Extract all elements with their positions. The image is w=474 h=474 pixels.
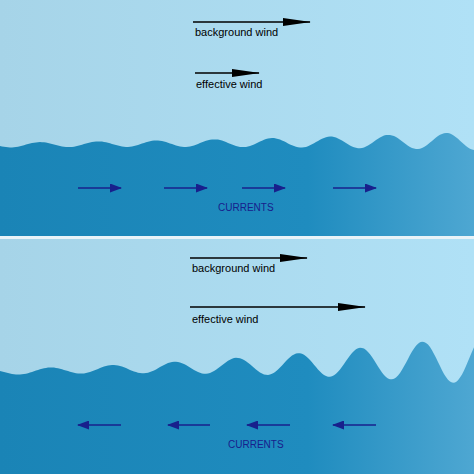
wind-label: background wind (195, 26, 278, 38)
current-label: CURRENTS (218, 202, 274, 213)
sea-surface (0, 133, 474, 236)
wind-arrow (190, 257, 307, 259)
current-label: CURRENTS (228, 439, 284, 450)
wind-arrow (190, 306, 365, 308)
panel-divider (0, 236, 474, 239)
current-arrows (78, 424, 376, 425)
wind-label: effective wind (196, 78, 262, 90)
wind-label: background wind (192, 262, 275, 274)
sea-surface (0, 342, 474, 474)
wind-arrow (195, 72, 259, 74)
wind-arrow (193, 21, 310, 23)
wind-label: effective wind (192, 313, 258, 325)
sky (0, 0, 474, 236)
current-arrows (78, 187, 376, 188)
sky (0, 239, 474, 474)
